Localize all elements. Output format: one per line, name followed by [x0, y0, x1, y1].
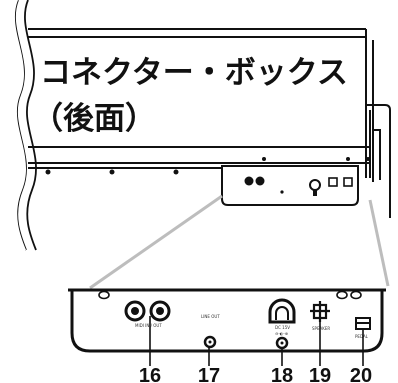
- title-line2: （後面）: [32, 101, 156, 137]
- title: コネクター・ボックス （後面）: [32, 55, 348, 137]
- connector-box-small: [221, 165, 359, 206]
- dc-polarity-label: ⊖-◐-⊕: [275, 331, 288, 336]
- piano-body: [28, 28, 374, 182]
- side-panel: [366, 104, 391, 218]
- line-out-label: LINE OUT: [201, 314, 220, 319]
- connector-panel-enlarged: MIDI IN / OUT LINE OUT DC 15V ⊖-◐-⊕ SPEA…: [68, 288, 386, 353]
- zoom-guide-lines: [89, 194, 390, 290]
- callout-17: 17: [198, 365, 220, 383]
- title-line1: コネクター・ボックス: [40, 55, 348, 91]
- callout-numbers: 16 17 18 19 20: [139, 365, 372, 383]
- midi-label: MIDI IN / OUT: [135, 323, 162, 328]
- pedal-label: PEDAL: [355, 334, 369, 339]
- speaker-label: SPEAKER: [312, 326, 330, 331]
- midi-din-connector-icon: [124, 300, 171, 322]
- speaker-plug-icon: [310, 301, 330, 322]
- jack-connector-icon: [203, 335, 217, 349]
- dc-in-label: DC 15V: [275, 325, 290, 330]
- leader-lines: [149, 316, 364, 366]
- callout-19: 19: [309, 365, 331, 383]
- screw-icon: [45, 157, 370, 175]
- dc-in-connector-icon: [268, 298, 296, 350]
- callout-20: 20: [350, 365, 372, 383]
- callout-16: 16: [139, 365, 161, 383]
- callout-18: 18: [271, 365, 293, 383]
